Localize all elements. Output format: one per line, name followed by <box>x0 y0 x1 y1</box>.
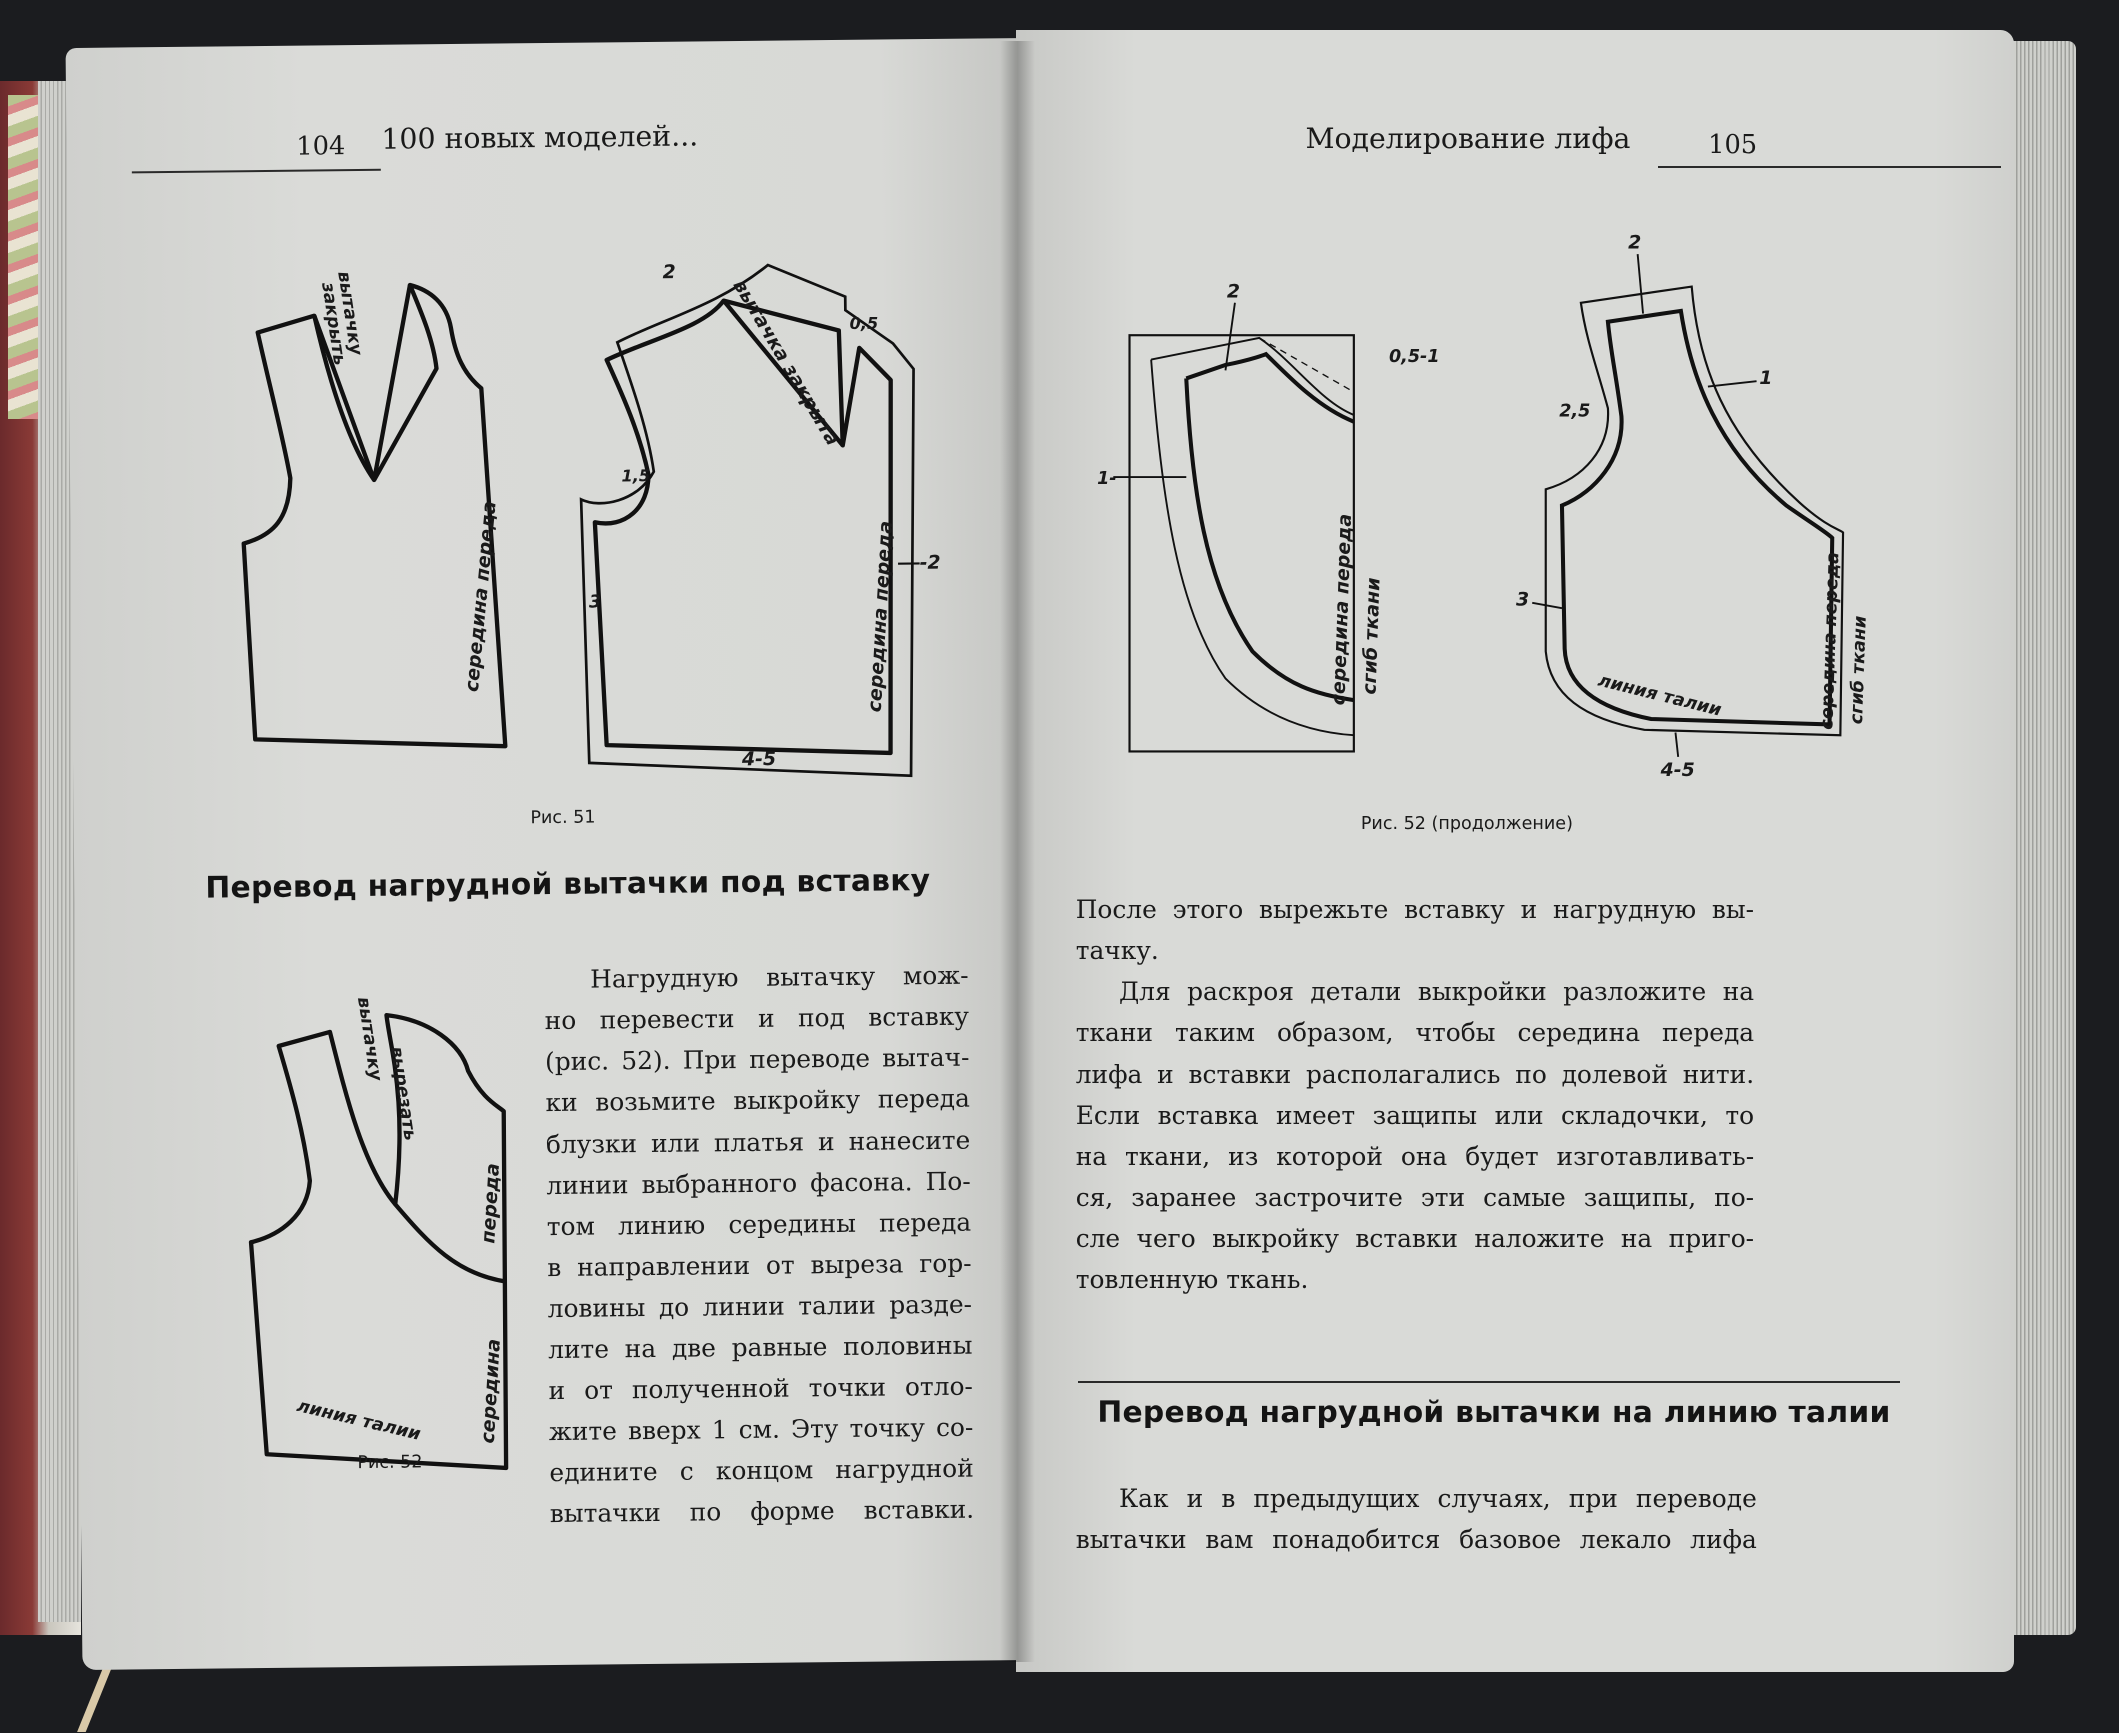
fig52c-bodice-fold: сгиб ткани <box>1847 615 1871 724</box>
figure-52-continued: 2 0,5-1 1- середина переда сгиб ткани 2 … <box>1097 232 1871 781</box>
fig51-num-45: 4-5 <box>741 748 776 770</box>
fig52c-leader-2 <box>1224 302 1237 371</box>
text-line: на ткани, из которой она будет изготавли… <box>1075 1141 1755 1171</box>
fig52c-insert-num-2: 2 <box>1227 280 1240 302</box>
fig52c-bodice-num-3: 3 <box>1516 588 1529 610</box>
fig51-num-2-right: -2 <box>920 552 941 574</box>
text-line: блузки или платья и нанесите <box>546 1125 971 1159</box>
fig51-num-05: 0,5 <box>850 314 879 333</box>
fig52c-insert-fold: сгиб ткани <box>1359 577 1385 695</box>
fig52-label-dart: вытачку <box>353 996 386 1084</box>
fig52c-insert-num-05-1: 0,5-1 <box>1389 347 1440 367</box>
fig52-caption: Рис. 52 <box>357 1452 423 1474</box>
fig52c-bodice <box>1544 285 1845 737</box>
running-title: Моделирование лифа <box>1305 121 1631 155</box>
text-line: ся, заранее застрочите эти самые защипы,… <box>1075 1182 1755 1212</box>
fig51-label-dart-closed: вытачка закрыта <box>729 276 844 450</box>
fig52c-leader-b2 <box>1636 253 1645 314</box>
text-line: (рис. 52). При переводе вытач- <box>545 1043 970 1077</box>
text-line: ткани таким образом, чтобы середина пере… <box>1075 1018 1755 1048</box>
text-line: лифа и вставки располагались по долевой … <box>1075 1059 1755 1089</box>
text-line: едините с концом нагрудной <box>549 1454 975 1488</box>
fig52c-bodice-num-1: 1 <box>1760 367 1773 389</box>
left-page: 104 100 новых моделей... вытачку закрыть… <box>65 38 1040 1670</box>
fig52c-bodice-num-45: 4-5 <box>1660 759 1695 781</box>
figure-51: вытачку закрыть середина переда вытачка … <box>241 261 941 778</box>
page-number: 105 <box>1708 129 1758 160</box>
left-paragraph: Нагрудную вытачку мож- но перевести и по… <box>544 955 975 1535</box>
fig51-num-3: 3 <box>589 593 601 613</box>
section-heading-insert: Перевод нагрудной вытачки под вставку <box>205 863 931 907</box>
fig52-label-front: переда <box>478 1163 505 1244</box>
fig52c-insert-center-front: середина переда <box>1328 513 1357 705</box>
text-line: тачку. <box>1075 936 1159 966</box>
section-rule <box>1078 1381 1901 1385</box>
text-line: Нагрудную вытачку мож- <box>590 961 970 995</box>
fig52c-leader-b45 <box>1674 732 1680 757</box>
text-line: но перевести и под вставку <box>544 1002 970 1036</box>
figure-52: вытачку вырезать переда середина линия т… <box>249 996 509 1471</box>
text-line: Как и в предыдущих случаях, при переводе <box>1118 1484 1757 1514</box>
fig52-bodice <box>249 1013 509 1471</box>
fig52c-bodice-num-2: 2 <box>1628 232 1641 254</box>
fig51-num-2-top: 2 <box>663 261 676 283</box>
fig52c-insert-num-1: 1- <box>1097 469 1117 489</box>
fig51-caption: Рис. 51 <box>530 807 596 829</box>
header-rule <box>1658 166 2002 170</box>
fig52c-bodice-center-front: середина переда <box>1817 552 1843 730</box>
text-line: ки возьмите выкройку переда <box>545 1084 971 1118</box>
section-heading-waist: Перевод нагрудной вытачки на линию талии <box>1097 1394 1891 1430</box>
fig52c-caption: Рис. 52 (продолжение) <box>1360 813 1573 834</box>
fig51-dart-a <box>312 284 413 481</box>
fig52-label-center: середина <box>477 1338 505 1444</box>
fig51-bodice-a <box>241 283 508 749</box>
fig51-dart-b <box>722 299 845 447</box>
text-line: лите на две равные половины <box>548 1330 973 1365</box>
fig52c-bodice-num-25: 2,5 <box>1560 401 1591 421</box>
fig52c-bodice-waist: линия талии <box>1596 671 1723 721</box>
text-line: вытачки по форме вставки. <box>549 1495 975 1529</box>
right-paragraph-last: Как и в предыдущих случаях, при переводе… <box>1076 1478 1757 1560</box>
spine-shadow <box>1000 40 1036 1663</box>
text-line: После этого вырежьте вставку и нагрудную… <box>1075 895 1755 925</box>
fig51-seam-allowance <box>580 263 916 778</box>
text-line: сле чего выкройку вставки наложите на пр… <box>1075 1223 1755 1253</box>
text-line: в направлении от выреза гор- <box>547 1248 973 1283</box>
text-line: Если вставка имеет защипы или складочки,… <box>1075 1100 1755 1130</box>
text-line: жите вверх 1 см. Эту точку со- <box>549 1412 974 1447</box>
fig52c-leader-b1 <box>1708 380 1757 388</box>
text-line: линии выбранного фасона. По- <box>546 1166 972 1200</box>
fig51-num-15: 1,5 <box>622 466 651 485</box>
fig51-bodice-b <box>593 298 894 756</box>
text-line: и от полученной точки отло- <box>548 1371 974 1406</box>
text-line: товленную ткань. <box>1075 1264 1309 1294</box>
fig52-label-waist: линия талии <box>295 1396 423 1445</box>
text-line: Для раскроя детали выкройки разложите на <box>1118 977 1755 1007</box>
right-paragraphs: После этого вырежьте вставку и нагрудную… <box>1076 889 1754 1300</box>
fig52-insert-line <box>393 1202 507 1284</box>
right-page: Моделирование лифа 105 2 0,5-1 1- середи… <box>1016 29 2014 1672</box>
text-line: вытачки вам понадобится базовое лекало л… <box>1075 1525 1757 1555</box>
fig52c-insert <box>1128 334 1356 753</box>
text-line: том линию середины переда <box>546 1207 972 1242</box>
fig52-label-cut: вырезать <box>386 1045 420 1142</box>
text-line: ловины до линии талии разде- <box>547 1289 973 1324</box>
fig52c-leader-b3 <box>1532 601 1563 610</box>
